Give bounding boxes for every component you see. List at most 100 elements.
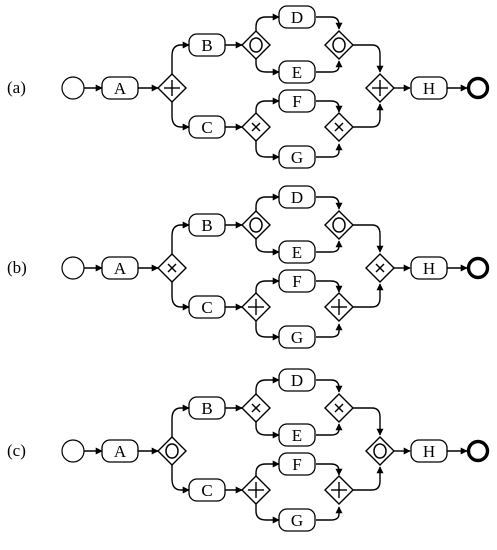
- circle-icon: [332, 37, 346, 53]
- lower-join-exclusive-gateway: [324, 112, 354, 142]
- upper-join-inclusive-gateway: [324, 30, 354, 60]
- edge-upper-split-d: [255, 376, 280, 394]
- circle-icon: [249, 37, 263, 53]
- task-label-b-c: B: [201, 399, 212, 418]
- task-e-b: E: [278, 240, 316, 264]
- outer-split-exclusive-gateway: [157, 253, 187, 283]
- upper-join-inclusive-gateway: [324, 210, 354, 240]
- lower-split-exclusive-gateway: [241, 112, 271, 142]
- edge-d-upper-join: [316, 196, 343, 210]
- task-label-e-c: E: [292, 426, 302, 445]
- task-label-a-a: A: [114, 79, 127, 98]
- task-label-b-b: B: [201, 216, 212, 235]
- task-h-c: H: [410, 439, 448, 463]
- task-c-c: C: [188, 478, 226, 502]
- circle-icon: [373, 443, 387, 459]
- edge-split-c: [171, 282, 190, 311]
- edge-lower-join-outer-join: [353, 103, 384, 128]
- task-label-h-c: H: [423, 442, 435, 461]
- task-label-g-b: G: [291, 328, 303, 347]
- task-label-f-b: F: [292, 272, 301, 291]
- edge-e-upper-join: [316, 60, 343, 73]
- start-event: [61, 256, 85, 280]
- task-a-a: A: [101, 76, 139, 100]
- edge-upper-join-outer-join: [353, 407, 384, 436]
- task-d-a: D: [278, 5, 316, 29]
- task-label-e-b: E: [292, 243, 302, 262]
- circle-icon: [249, 217, 263, 233]
- task-e-c: E: [278, 423, 316, 447]
- edge-lower-split-g: [255, 141, 280, 161]
- outer-split-inclusive-gateway: [157, 436, 187, 466]
- edge-split-c: [171, 102, 190, 131]
- edge-lower-split-f: [255, 460, 280, 476]
- panel-label-c: (c): [7, 441, 26, 460]
- end-event: [466, 76, 490, 100]
- task-label-g-c: G: [291, 511, 303, 530]
- upper-join-exclusive-gateway: [324, 393, 354, 423]
- task-a-b: A: [101, 256, 139, 280]
- task-d-b: D: [278, 185, 316, 209]
- panel-label-b: (b): [7, 258, 27, 277]
- start-event: [61, 76, 85, 100]
- task-label-b-a: B: [201, 36, 212, 55]
- edge-f-lower-join: [316, 280, 343, 293]
- edge-upper-split-d: [255, 193, 280, 211]
- edge-lower-split-f: [255, 97, 280, 113]
- task-f-c: F: [278, 452, 316, 476]
- task-label-d-c: D: [291, 371, 303, 390]
- edge-f-lower-join: [316, 463, 343, 476]
- outer-join-inclusive-gateway: [365, 436, 395, 466]
- task-a-c: A: [101, 439, 139, 463]
- task-b-a: B: [188, 33, 226, 57]
- task-label-c-b: C: [201, 298, 212, 317]
- task-f-b: F: [278, 269, 316, 293]
- lower-split-parallel-gateway: [241, 475, 271, 505]
- edge-g-lower-join: [316, 506, 343, 521]
- task-label-h-a: H: [423, 79, 435, 98]
- task-label-a-c: A: [114, 442, 127, 461]
- edge-upper-join-outer-join: [353, 224, 384, 253]
- circle-icon: [332, 217, 346, 233]
- edge-split-b: [171, 221, 190, 254]
- task-g-b: G: [278, 325, 316, 349]
- task-d-c: D: [278, 368, 316, 392]
- task-h-b: H: [410, 256, 448, 280]
- start-event: [61, 439, 85, 463]
- panel-label-a: (a): [7, 78, 26, 97]
- edge-split-b: [171, 41, 190, 74]
- task-label-c-c: C: [201, 481, 212, 500]
- task-g-a: G: [278, 145, 316, 169]
- edge-upper-split-e: [255, 422, 280, 439]
- task-label-a-b: A: [114, 259, 127, 278]
- lower-split-parallel-gateway: [241, 292, 271, 322]
- task-g-c: G: [278, 508, 316, 532]
- edge-upper-split-e: [255, 59, 280, 76]
- task-label-f-c: F: [292, 455, 301, 474]
- task-b-c: B: [188, 396, 226, 420]
- upper-split-inclusive-gateway: [241, 30, 271, 60]
- task-label-d-a: D: [291, 8, 303, 27]
- upper-split-inclusive-gateway: [241, 210, 271, 240]
- edge-lower-join-outer-join: [353, 283, 384, 308]
- edge-g-lower-join: [316, 323, 343, 338]
- task-label-d-b: D: [291, 188, 303, 207]
- task-b-b: B: [188, 213, 226, 237]
- task-e-a: E: [278, 60, 316, 84]
- task-c-a: C: [188, 115, 226, 139]
- edge-upper-join-outer-join: [353, 44, 384, 73]
- edge-lower-split-g: [255, 321, 280, 341]
- edge-lower-split-g: [255, 504, 280, 524]
- task-h-a: H: [410, 76, 448, 100]
- edge-g-lower-join: [316, 143, 343, 158]
- upper-split-exclusive-gateway: [241, 393, 271, 423]
- circle-icon: [165, 443, 179, 459]
- task-label-g-a: G: [291, 148, 303, 167]
- edge-d-upper-join: [316, 379, 343, 393]
- panel-b: (b) A B C D EF G H: [7, 185, 490, 349]
- panel-c: (c) A B C D EF G H: [7, 368, 490, 532]
- edge-lower-join-outer-join: [353, 466, 384, 491]
- edge-lower-split-f: [255, 277, 280, 293]
